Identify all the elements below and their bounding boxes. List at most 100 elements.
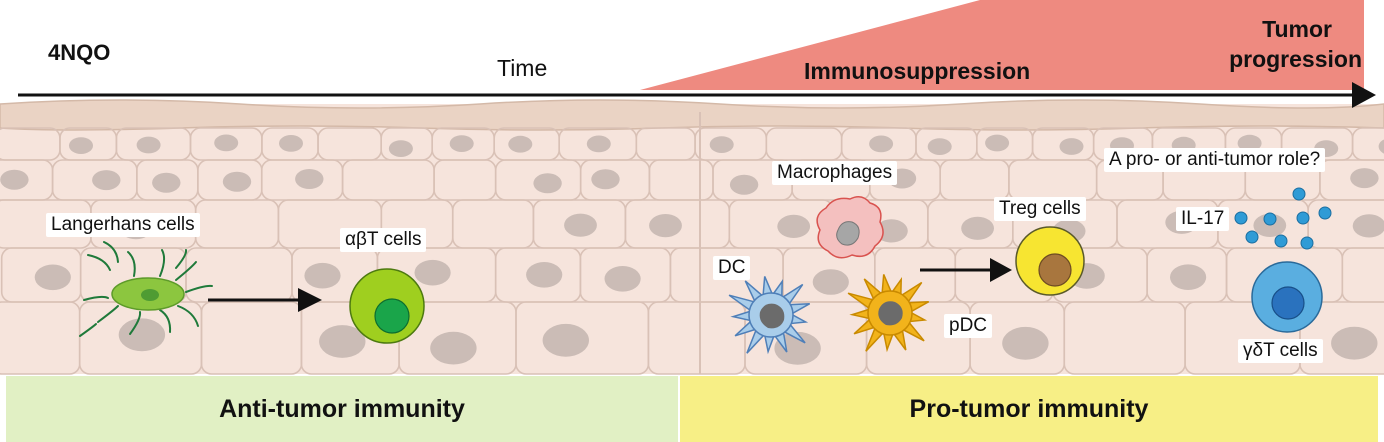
epithelial-nucleus: [729, 174, 759, 195]
epithelial-nucleus: [1331, 326, 1378, 360]
agent-label: 4NQO: [48, 40, 111, 65]
gdt-label: γδT cells: [1238, 339, 1323, 363]
epithelial-nucleus: [875, 219, 908, 243]
epithelial-nucleus: [430, 331, 477, 365]
epithelial-nucleus: [118, 318, 166, 352]
epithelial-nucleus: [985, 134, 1010, 152]
epithelial-nucleus: [319, 325, 366, 358]
epithelial-nucleus: [709, 136, 734, 154]
langerhans-dendrite: [103, 241, 119, 263]
langerhans-dendrite: [159, 249, 166, 277]
epithelial-nucleus: [591, 169, 620, 190]
epithelial-nucleus: [92, 170, 121, 191]
epithelial-nucleus: [388, 140, 413, 158]
epithelial-nucleus: [604, 266, 641, 292]
epithelial-cell: [1299, 301, 1384, 375]
langerhans-to-abt-arrowhead: [298, 288, 322, 312]
dc-label: DC: [713, 256, 751, 280]
langerhans-dendrite: [79, 323, 97, 337]
il17-dot: [1300, 236, 1314, 250]
epithelial-nucleus: [1352, 214, 1384, 238]
time-axis-arrowhead: [1352, 82, 1376, 108]
epithelial-nucleus: [508, 135, 533, 153]
epithelial-nucleus: [0, 169, 29, 190]
epithelial-nucleus: [526, 262, 563, 288]
epithelial-cell: [1341, 247, 1384, 303]
abt-label: αβT cells: [340, 228, 427, 252]
epithelial-nucleus: [812, 269, 849, 295]
epithelial-nucleus: [1170, 264, 1207, 291]
il17-dot: [1263, 212, 1277, 226]
langerhans-dendrite: [175, 249, 188, 269]
epithelial-nucleus: [449, 135, 474, 153]
langerhans-label: Langerhans cells: [46, 213, 200, 237]
epithelial-nucleus: [1350, 168, 1379, 189]
epithelial-nucleus: [1378, 139, 1384, 154]
langerhans-dendrite: [185, 284, 213, 293]
pro-tumor-band: Pro-tumor immunity: [680, 376, 1378, 442]
tumor-progression-label-line2: progression: [1229, 46, 1362, 72]
il17-dot: [1292, 187, 1306, 201]
epithelial-nucleus: [1002, 326, 1049, 360]
epithelial-nucleus: [69, 137, 93, 155]
epithelium-tissue: [0, 99, 1384, 375]
epithelial-nucleus: [586, 135, 611, 153]
anti-tumor-band: Anti-tumor immunity: [6, 376, 678, 442]
macrophages-label: Macrophages: [772, 161, 898, 185]
pdc-label: pDC: [944, 314, 993, 338]
tumor-progression-label-line1: Tumor: [1262, 16, 1332, 42]
epithelial-nucleus: [869, 135, 894, 153]
epithelial-nucleus: [542, 323, 589, 357]
epithelial-nucleus: [961, 216, 994, 240]
treg-label: Treg cells: [994, 197, 1086, 221]
il17-dot: [1234, 211, 1248, 225]
il17-dots: [1234, 187, 1332, 250]
epithelial-nucleus: [279, 135, 303, 152]
treg-cell-icon: [1015, 226, 1085, 296]
pdc-cell-icon: [847, 274, 930, 353]
epithelial-nucleus: [927, 138, 952, 156]
langerhans-dendrite: [175, 261, 197, 281]
epithelial-nucleus: [774, 331, 821, 365]
epithelial-nucleus: [1237, 134, 1262, 152]
langerhans-dendrite: [97, 305, 119, 323]
langerhans-dendrite: [129, 311, 142, 335]
anti-tumor-label: Anti-tumor immunity: [219, 394, 465, 423]
epithelial-nucleus: [414, 259, 451, 286]
epithelial-nucleus: [295, 169, 324, 189]
il17-dot: [1245, 230, 1259, 244]
macrophage-icon: [816, 196, 884, 259]
gdt-cell-icon: [1251, 261, 1323, 333]
pdc-to-treg-arrowhead: [990, 258, 1012, 282]
epithelial-nucleus: [222, 171, 252, 192]
epithelial-nucleus: [304, 262, 341, 289]
epithelial-nucleus: [649, 214, 682, 238]
il17-dot: [1274, 234, 1288, 248]
epithelial-nucleus: [533, 173, 562, 194]
langerhans-cell-icon: [79, 241, 213, 337]
pro-tumor-label: Pro-tumor immunity: [909, 394, 1149, 423]
langerhans-dendrite: [159, 309, 172, 333]
dc-cell-icon: [728, 276, 811, 355]
epithelial-nucleus: [777, 214, 811, 238]
langerhans-dendrite: [87, 254, 111, 271]
il17-dot: [1318, 206, 1332, 220]
time-label: Time: [497, 55, 548, 81]
langerhans-dendrite: [127, 251, 136, 277]
epithelial-nucleus: [214, 134, 239, 152]
abt-cell-icon: [349, 268, 425, 344]
epithelial-nucleus: [152, 172, 181, 193]
langerhans-dendrite: [177, 305, 199, 327]
langerhans-dendrite: [83, 295, 109, 301]
il17-dot: [1296, 211, 1310, 225]
epithelial-nucleus: [1059, 138, 1084, 155]
epithelial-nucleus: [564, 213, 597, 237]
question-label: A pro- or anti-tumor role?: [1104, 148, 1326, 172]
il17-label: IL-17: [1176, 207, 1230, 231]
epithelial-cell: [1351, 127, 1384, 161]
epithelial-nucleus: [34, 264, 71, 291]
immunosuppression-wedge: [640, 0, 1364, 90]
immunosuppression-label: Immunosuppression: [804, 58, 1031, 84]
